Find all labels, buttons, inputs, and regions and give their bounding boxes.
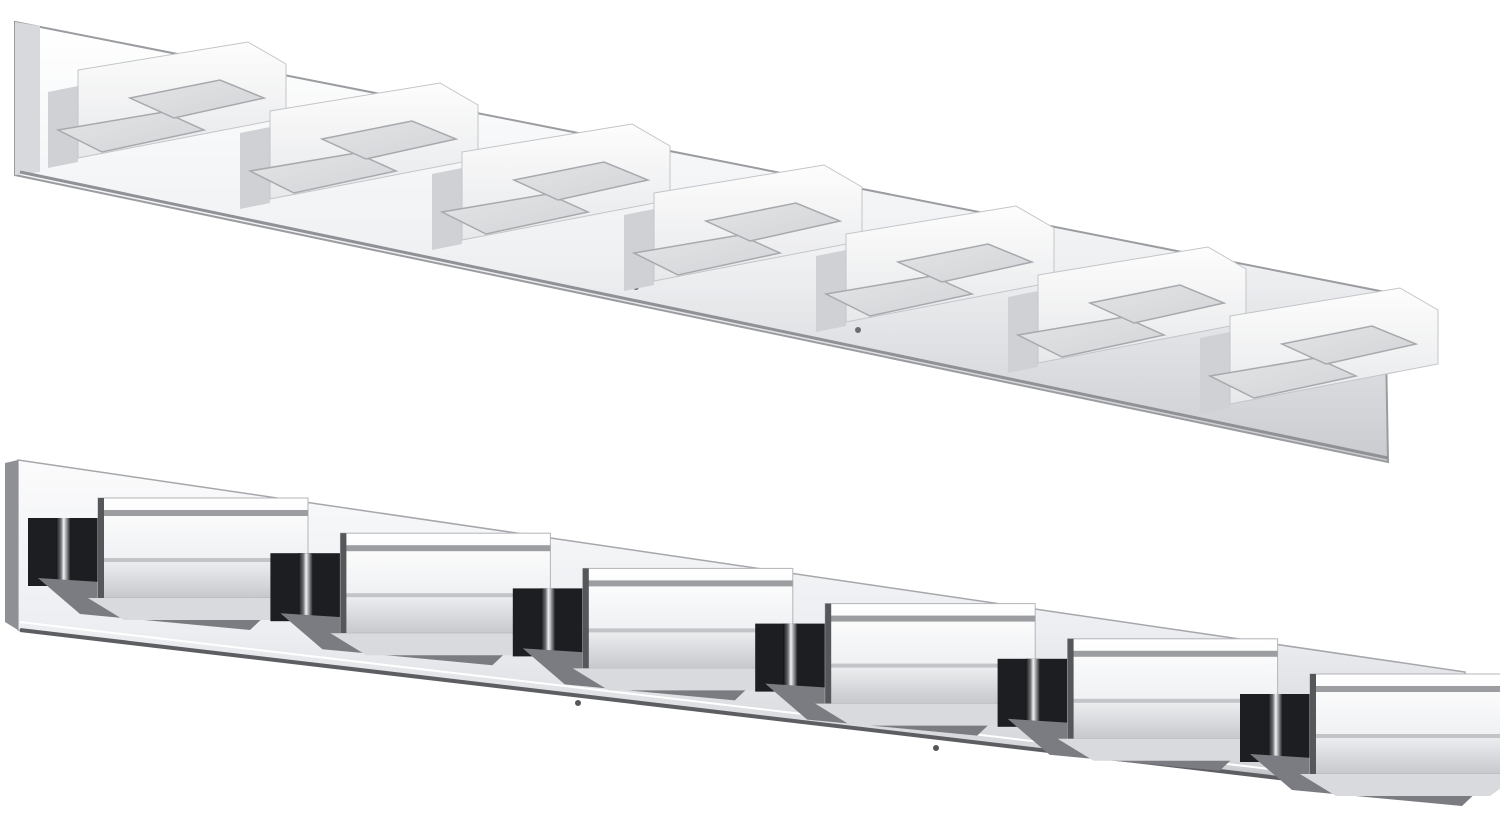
bottom-light-side-edge bbox=[825, 603, 832, 704]
bottom-light-unit bbox=[512, 567, 794, 701]
bottom-light-rim bbox=[340, 593, 551, 598]
bottom-backplate-edge bbox=[19, 628, 1467, 802]
top-light-diffuser bbox=[1207, 357, 1359, 399]
top-light-unit bbox=[432, 123, 671, 250]
bottom-light-side-edge bbox=[1310, 674, 1316, 774]
top-light-diffuser bbox=[511, 161, 651, 201]
top-light-diffuser bbox=[319, 120, 459, 160]
bottom-light-rim bbox=[1310, 734, 1500, 738]
bottom-light-side-edge bbox=[98, 498, 104, 598]
bottom-fixture bbox=[5, 459, 1500, 806]
bottom-light-rim bbox=[1067, 698, 1278, 703]
top-light-side bbox=[240, 127, 270, 209]
top-light-diffuser bbox=[1015, 316, 1167, 358]
bottom-screw bbox=[933, 745, 939, 751]
bottom-light-rim bbox=[582, 580, 793, 587]
top-screw bbox=[855, 327, 861, 333]
bottom-light-side-edge bbox=[340, 533, 347, 634]
bottom-light-side-edge bbox=[582, 568, 589, 669]
top-light-unit bbox=[816, 205, 1055, 332]
bottom-light-rim bbox=[825, 663, 1036, 668]
bottom-light-chrome-highlight bbox=[1025, 658, 1040, 727]
top-light-side bbox=[816, 250, 846, 332]
bottom-light-chrome-highlight bbox=[298, 553, 313, 622]
bottom-light-side-edge bbox=[1067, 638, 1074, 739]
top-light-side bbox=[624, 209, 654, 291]
top-light-diffuser bbox=[1279, 325, 1419, 365]
bottom-light-chrome-highlight bbox=[540, 588, 555, 657]
top-light-unit bbox=[240, 82, 479, 209]
top-light-side bbox=[1200, 332, 1230, 414]
top-light-side bbox=[1008, 291, 1038, 373]
bottom-screw bbox=[575, 700, 581, 706]
bottom-light-rim bbox=[98, 558, 308, 562]
top-fixture bbox=[14, 20, 1439, 464]
bottom-light-diffuser bbox=[88, 598, 308, 620]
bottom-light-rim bbox=[1310, 686, 1500, 692]
bottom-light-diffuser bbox=[1300, 774, 1500, 796]
bottom-light-diffuser bbox=[330, 633, 551, 656]
top-backplate-end bbox=[15, 22, 40, 175]
top-light-diffuser bbox=[703, 202, 843, 242]
bottom-light-rim bbox=[582, 628, 793, 633]
top-light-diffuser bbox=[631, 234, 783, 276]
bottom-light-unit bbox=[28, 497, 309, 630]
top-light-side bbox=[48, 86, 78, 168]
bottom-light-chrome-highlight bbox=[783, 623, 798, 692]
bottom-light-diffuser bbox=[1057, 738, 1278, 761]
bottom-light-rim bbox=[98, 510, 308, 516]
bottom-light-unit bbox=[1240, 673, 1500, 806]
top-light-unit bbox=[1200, 287, 1439, 414]
bottom-light-diffuser bbox=[572, 668, 793, 691]
top-light-unit bbox=[1008, 246, 1247, 373]
bottom-light-chrome-highlight bbox=[1268, 694, 1282, 762]
bottom-light-diffuser bbox=[815, 703, 1036, 726]
top-light-diffuser bbox=[895, 243, 1035, 283]
bottom-light-rim bbox=[340, 545, 551, 552]
bottom-backplate-end bbox=[5, 460, 18, 630]
bottom-light-rim bbox=[1067, 650, 1278, 657]
top-light-diffuser bbox=[55, 111, 207, 153]
top-light-side bbox=[432, 168, 462, 250]
top-light-diffuser bbox=[1087, 284, 1227, 324]
top-light-diffuser bbox=[439, 193, 591, 235]
top-light-diffuser bbox=[127, 79, 267, 119]
bottom-light-chrome-highlight bbox=[56, 518, 70, 586]
top-light-diffuser bbox=[823, 275, 975, 317]
top-backplate-edge bbox=[19, 170, 1389, 460]
top-light-diffuser bbox=[247, 152, 399, 194]
bottom-light-rim bbox=[825, 615, 1036, 622]
top-light-unit bbox=[624, 164, 863, 291]
top-light-unit bbox=[48, 41, 287, 168]
